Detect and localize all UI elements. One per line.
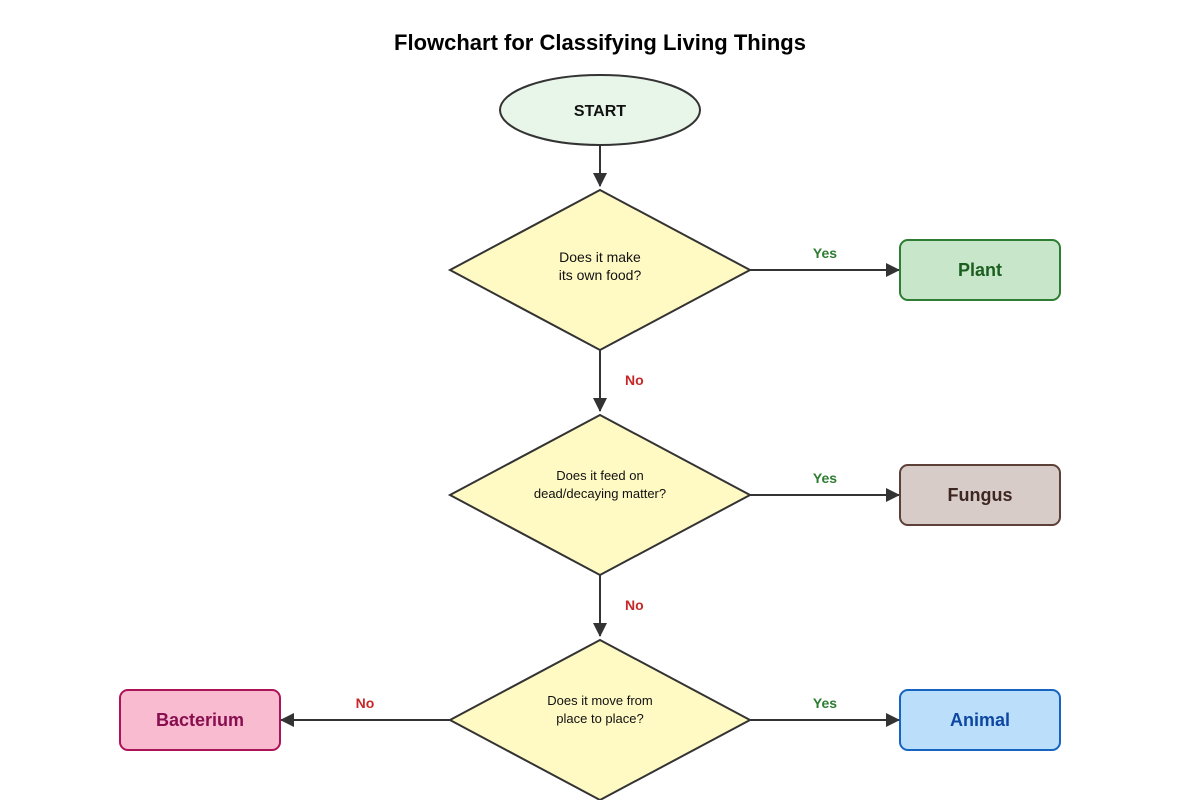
edge-label-q2-no: No	[625, 597, 644, 613]
edge-label-q3-no: No	[356, 695, 375, 711]
start-node-label: START	[574, 103, 626, 120]
decision-3-line-1: Does it move from	[547, 693, 652, 708]
decision-node-moves-place-to-place	[447, 638, 753, 800]
outcome-bacterium-label: Bacterium	[156, 710, 244, 730]
outcome-fungus-label: Fungus	[948, 485, 1013, 505]
start-node	[499, 74, 701, 146]
outcome-animal-label: Animal	[950, 710, 1010, 730]
edge-label-q3-yes: Yes	[813, 695, 837, 711]
outcome-plant-node	[899, 239, 1061, 301]
decision-1-line-2: its own food?	[559, 267, 642, 283]
decision-3-line-2: place to place?	[556, 711, 643, 726]
outcome-bacterium-node	[119, 689, 281, 751]
edge-label-q1-no: No	[625, 372, 644, 388]
decision-2-line-2: dead/decaying matter?	[534, 486, 666, 501]
decision-1-line-1: Does it make	[559, 249, 641, 265]
diagram-title: Flowchart for Classifying Living Things	[394, 30, 806, 55]
decision-node-feeds-on-decaying-matter	[447, 413, 753, 577]
edge-label-q1-yes: Yes	[813, 245, 837, 261]
outcome-plant-label: Plant	[958, 260, 1002, 280]
outcome-animal-node	[899, 689, 1061, 751]
decision-2-line-1: Does it feed on	[556, 468, 643, 483]
outcome-fungus-node	[899, 464, 1061, 526]
edge-label-q2-yes: Yes	[813, 470, 837, 486]
decision-node-makes-own-food	[447, 188, 753, 352]
